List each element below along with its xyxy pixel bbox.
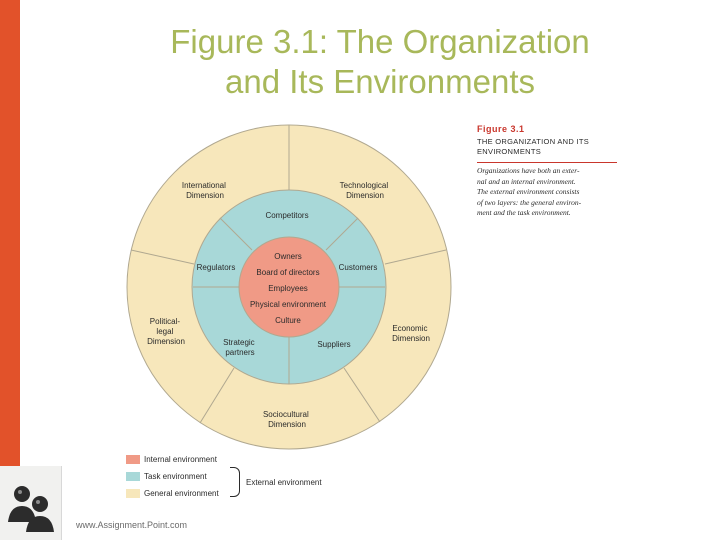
label-line: Dimension [186, 191, 224, 200]
label-customers: Customers [339, 263, 378, 272]
task-divider-lines [193, 217, 385, 384]
divider-line [384, 249, 447, 265]
legend-brace [230, 467, 240, 497]
diagram-legend: Internal environment Task environment Ge… [126, 451, 322, 502]
label-line: Economic [392, 324, 427, 333]
silhouette-highlight [36, 500, 40, 504]
label-owners: Owners [274, 252, 302, 261]
legend-item-general: General environment [126, 485, 219, 502]
figure-description-line: nal and an internal environment. [477, 176, 576, 186]
general-dimension-labels: International Dimension Technological Di… [147, 181, 430, 429]
label-physical-environment: Physical environment [250, 300, 327, 309]
figure-description-line: of two layers: the general environ- [477, 197, 582, 207]
label-technological-dimension: Technological Dimension [340, 181, 391, 200]
label-international-dimension: International Dimension [182, 181, 228, 200]
legend-item-internal: Internal environment [126, 451, 219, 468]
task-element-labels: Competitors Customers Suppliers Strategi… [197, 211, 378, 357]
label-board-of-directors: Board of directors [256, 268, 319, 277]
figure-number: Figure 3.1 [477, 124, 525, 134]
footer-url: www.Assignment.Point.com [76, 520, 188, 530]
label-line: Dimension [147, 337, 185, 346]
logo [0, 466, 62, 540]
figure-title-line-2: ENVIRONMENTS [477, 147, 542, 156]
label-culture: Culture [275, 316, 301, 325]
label-political-legal-dimension: Political- legal Dimension [147, 317, 185, 346]
label-line: International [182, 181, 226, 190]
label-sociocultural-dimension: Sociocultural Dimension [263, 410, 311, 429]
silhouette-body [8, 506, 36, 522]
figure-description: Organizations have both an exter- nal an… [477, 162, 617, 219]
figure-description-line: The external environment consists [477, 187, 580, 196]
label-line: Technological [340, 181, 389, 190]
silhouette-body [26, 516, 54, 532]
label-suppliers: Suppliers [317, 340, 350, 349]
silhouette-highlight [18, 490, 22, 494]
label-regulators: Regulators [197, 263, 236, 272]
label-employees: Employees [268, 284, 308, 293]
slide-title-line-1: Figure 3.1: The Organization [170, 23, 590, 60]
internal-element-labels: Owners Board of directors Employees Phys… [250, 252, 327, 325]
people-silhouette-icon [8, 486, 54, 532]
figure-caption: Figure 3.1 THE ORGANIZATION AND ITS ENVI… [477, 124, 617, 219]
slide-title-line-2: and Its Environments [225, 63, 535, 100]
label-line: legal [156, 327, 173, 336]
legend-swatch-task [126, 472, 140, 481]
label-line: Strategic [223, 338, 255, 347]
figure-title-line-1: THE ORGANIZATION AND ITS [477, 137, 590, 146]
label-line: Political- [150, 317, 181, 326]
label-line: Dimension [268, 420, 306, 429]
silhouette-head [14, 486, 30, 502]
left-accent-bar [0, 0, 20, 540]
legend-label: General environment [144, 489, 219, 498]
legend-label: Task environment [144, 472, 207, 481]
label-competitors: Competitors [265, 211, 308, 220]
label-line: Sociocultural [263, 410, 309, 419]
legend-label: Internal environment [144, 455, 217, 464]
divider-line [343, 367, 381, 423]
legend-item-task: Task environment [126, 468, 219, 485]
slide-title: Figure 3.1: The Organization and Its Env… [80, 22, 680, 102]
label-strategic-partners: Strategic partners [223, 338, 257, 357]
figure-title: THE ORGANIZATION AND ITS ENVIRONMENTS [477, 137, 617, 157]
label-line: Dimension [392, 334, 430, 343]
internal-environment-core [238, 236, 340, 338]
figure-description-line: Organizations have both an exter- [477, 166, 580, 175]
label-line: partners [225, 348, 254, 357]
legend-swatch-general [126, 489, 140, 498]
divider-line [219, 217, 253, 251]
divider-line [130, 249, 195, 265]
silhouette-head [32, 496, 48, 512]
legend-swatch-internal [126, 455, 140, 464]
divider-line [325, 217, 359, 251]
figure-description-line: ment and the task environment. [477, 208, 571, 217]
divider-line [199, 367, 235, 424]
label-line: Dimension [346, 191, 384, 200]
general-divider-lines [130, 125, 447, 424]
label-economic-dimension: Economic Dimension [392, 324, 430, 343]
legend-external-label: External environment [246, 478, 322, 487]
